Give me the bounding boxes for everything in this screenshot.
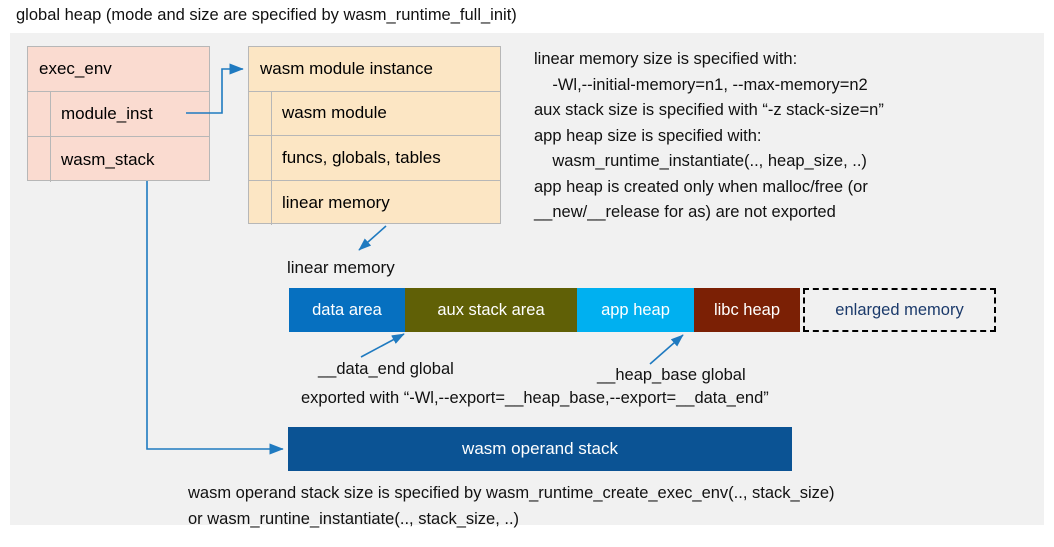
module-instance-row-title: wasm module instance <box>249 47 500 92</box>
wasm-operand-stack-bar: wasm operand stack <box>288 427 792 471</box>
memory-segment-libc-heap: libc heap <box>694 288 800 332</box>
exec-env-label: exec_env <box>39 59 112 78</box>
memory-segment-app-heap: app heap <box>577 288 694 332</box>
operand-stack-notes: wasm operand stack size is specified by … <box>188 484 835 528</box>
linear-memory-bar: data area aux stack area app heap libc h… <box>289 288 996 332</box>
wasm-module-label: wasm module <box>271 91 500 135</box>
module-instance-row-wasm-module: wasm module <box>249 91 500 136</box>
memory-segment-enlarged-memory: enlarged memory <box>803 288 996 332</box>
heap-base-global-label: __heap_base global <box>597 366 746 384</box>
exec-env-row-wasm-stack: wasm_stack <box>28 137 209 182</box>
linear-memory-field-label: linear memory <box>271 180 500 225</box>
module-instance-row-funcs-globals-tables: funcs, globals, tables <box>249 136 500 181</box>
data-end-global-label: __data_end global <box>318 360 454 378</box>
memory-segment-aux-stack-area: aux stack area <box>405 288 577 332</box>
exec-env-box: exec_env module_inst wasm_stack <box>27 46 210 182</box>
wasm-stack-label: wasm_stack <box>50 137 209 182</box>
global-heap-title: global heap (mode and size are specified… <box>16 6 517 24</box>
linear-memory-notes: linear memory size is specified with: -W… <box>534 50 884 221</box>
wasm-module-instance-label: wasm module instance <box>260 58 433 78</box>
memory-segment-data-area: data area <box>289 288 405 332</box>
export-flags-note: exported with “-Wl,--export=__heap_base,… <box>301 389 769 407</box>
exec-env-row-title: exec_env <box>28 47 209 92</box>
exec-env-row-module-inst: module_inst <box>28 92 209 137</box>
module-inst-label: module_inst <box>50 92 209 136</box>
linear-memory-caption: linear memory <box>287 258 395 277</box>
funcs-globals-tables-label: funcs, globals, tables <box>271 136 500 180</box>
module-instance-row-linear-memory: linear memory <box>249 180 500 225</box>
wasm-module-instance-box: wasm module instance wasm module funcs, … <box>248 46 501 225</box>
